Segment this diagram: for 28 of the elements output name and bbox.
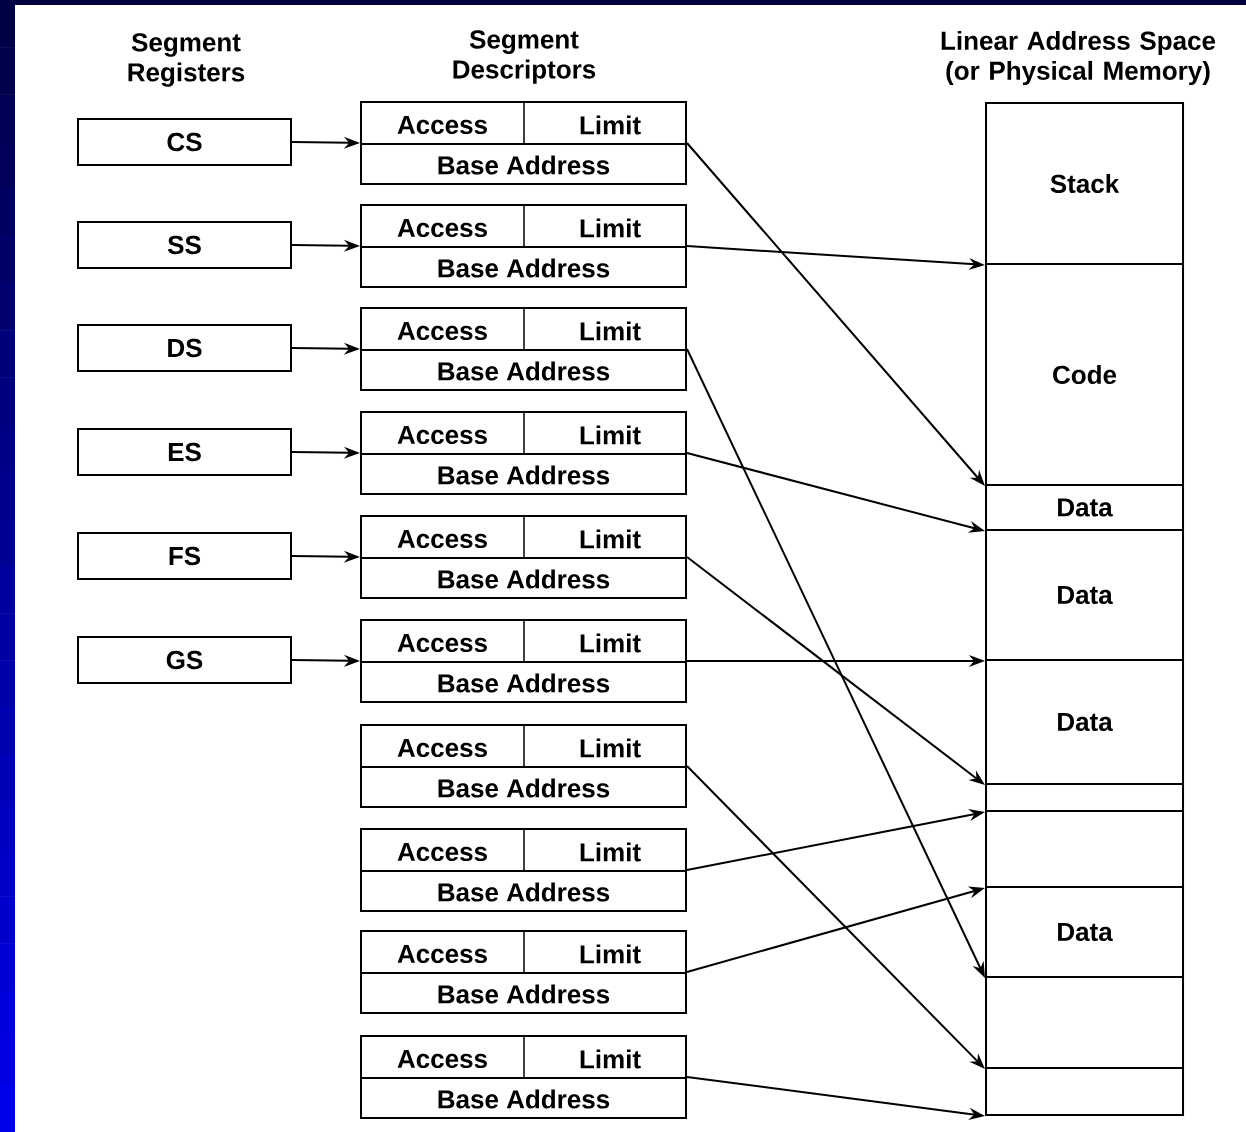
memory-segment	[985, 810, 1184, 888]
memory-segment: Data	[985, 886, 1184, 978]
segment-descriptor: Access Limit Base Address	[360, 515, 687, 599]
segment-descriptor: Access Limit Base Address	[360, 619, 687, 703]
register-box: SS	[77, 221, 292, 269]
segment-descriptor: Access Limit Base Address	[360, 101, 687, 185]
segment-descriptor: Access Limit Base Address	[360, 411, 687, 495]
segment-descriptor: Access Limit Base Address	[360, 204, 687, 288]
memory-segment	[985, 976, 1184, 1069]
memory-segment	[985, 1067, 1184, 1116]
register-box: CS	[77, 118, 292, 166]
segment-descriptor: Access Limit Base Address	[360, 930, 687, 1014]
memory-segment: Data	[985, 484, 1184, 531]
memory-segment: Stack	[985, 102, 1184, 265]
register-box: DS	[77, 324, 292, 372]
memory-segment	[985, 783, 1184, 812]
segment-descriptor: Access Limit Base Address	[360, 724, 687, 808]
memory-segment: Data	[985, 529, 1184, 661]
register-box: GS	[77, 636, 292, 684]
register-box: FS	[77, 532, 292, 580]
segment-descriptor: Access Limit Base Address	[360, 307, 687, 391]
register-box: ES	[77, 428, 292, 476]
segment-descriptor: Access Limit Base Address	[360, 1035, 687, 1119]
memory-segment: Code	[985, 263, 1184, 486]
node-label: Linear Address Space (or Physical Memory)	[941, 30, 1216, 86]
memory-segment: Data	[985, 659, 1184, 785]
segment-descriptor: Access Limit Base Address	[360, 828, 687, 912]
column-heading: Segment Registers	[128, 33, 245, 87]
